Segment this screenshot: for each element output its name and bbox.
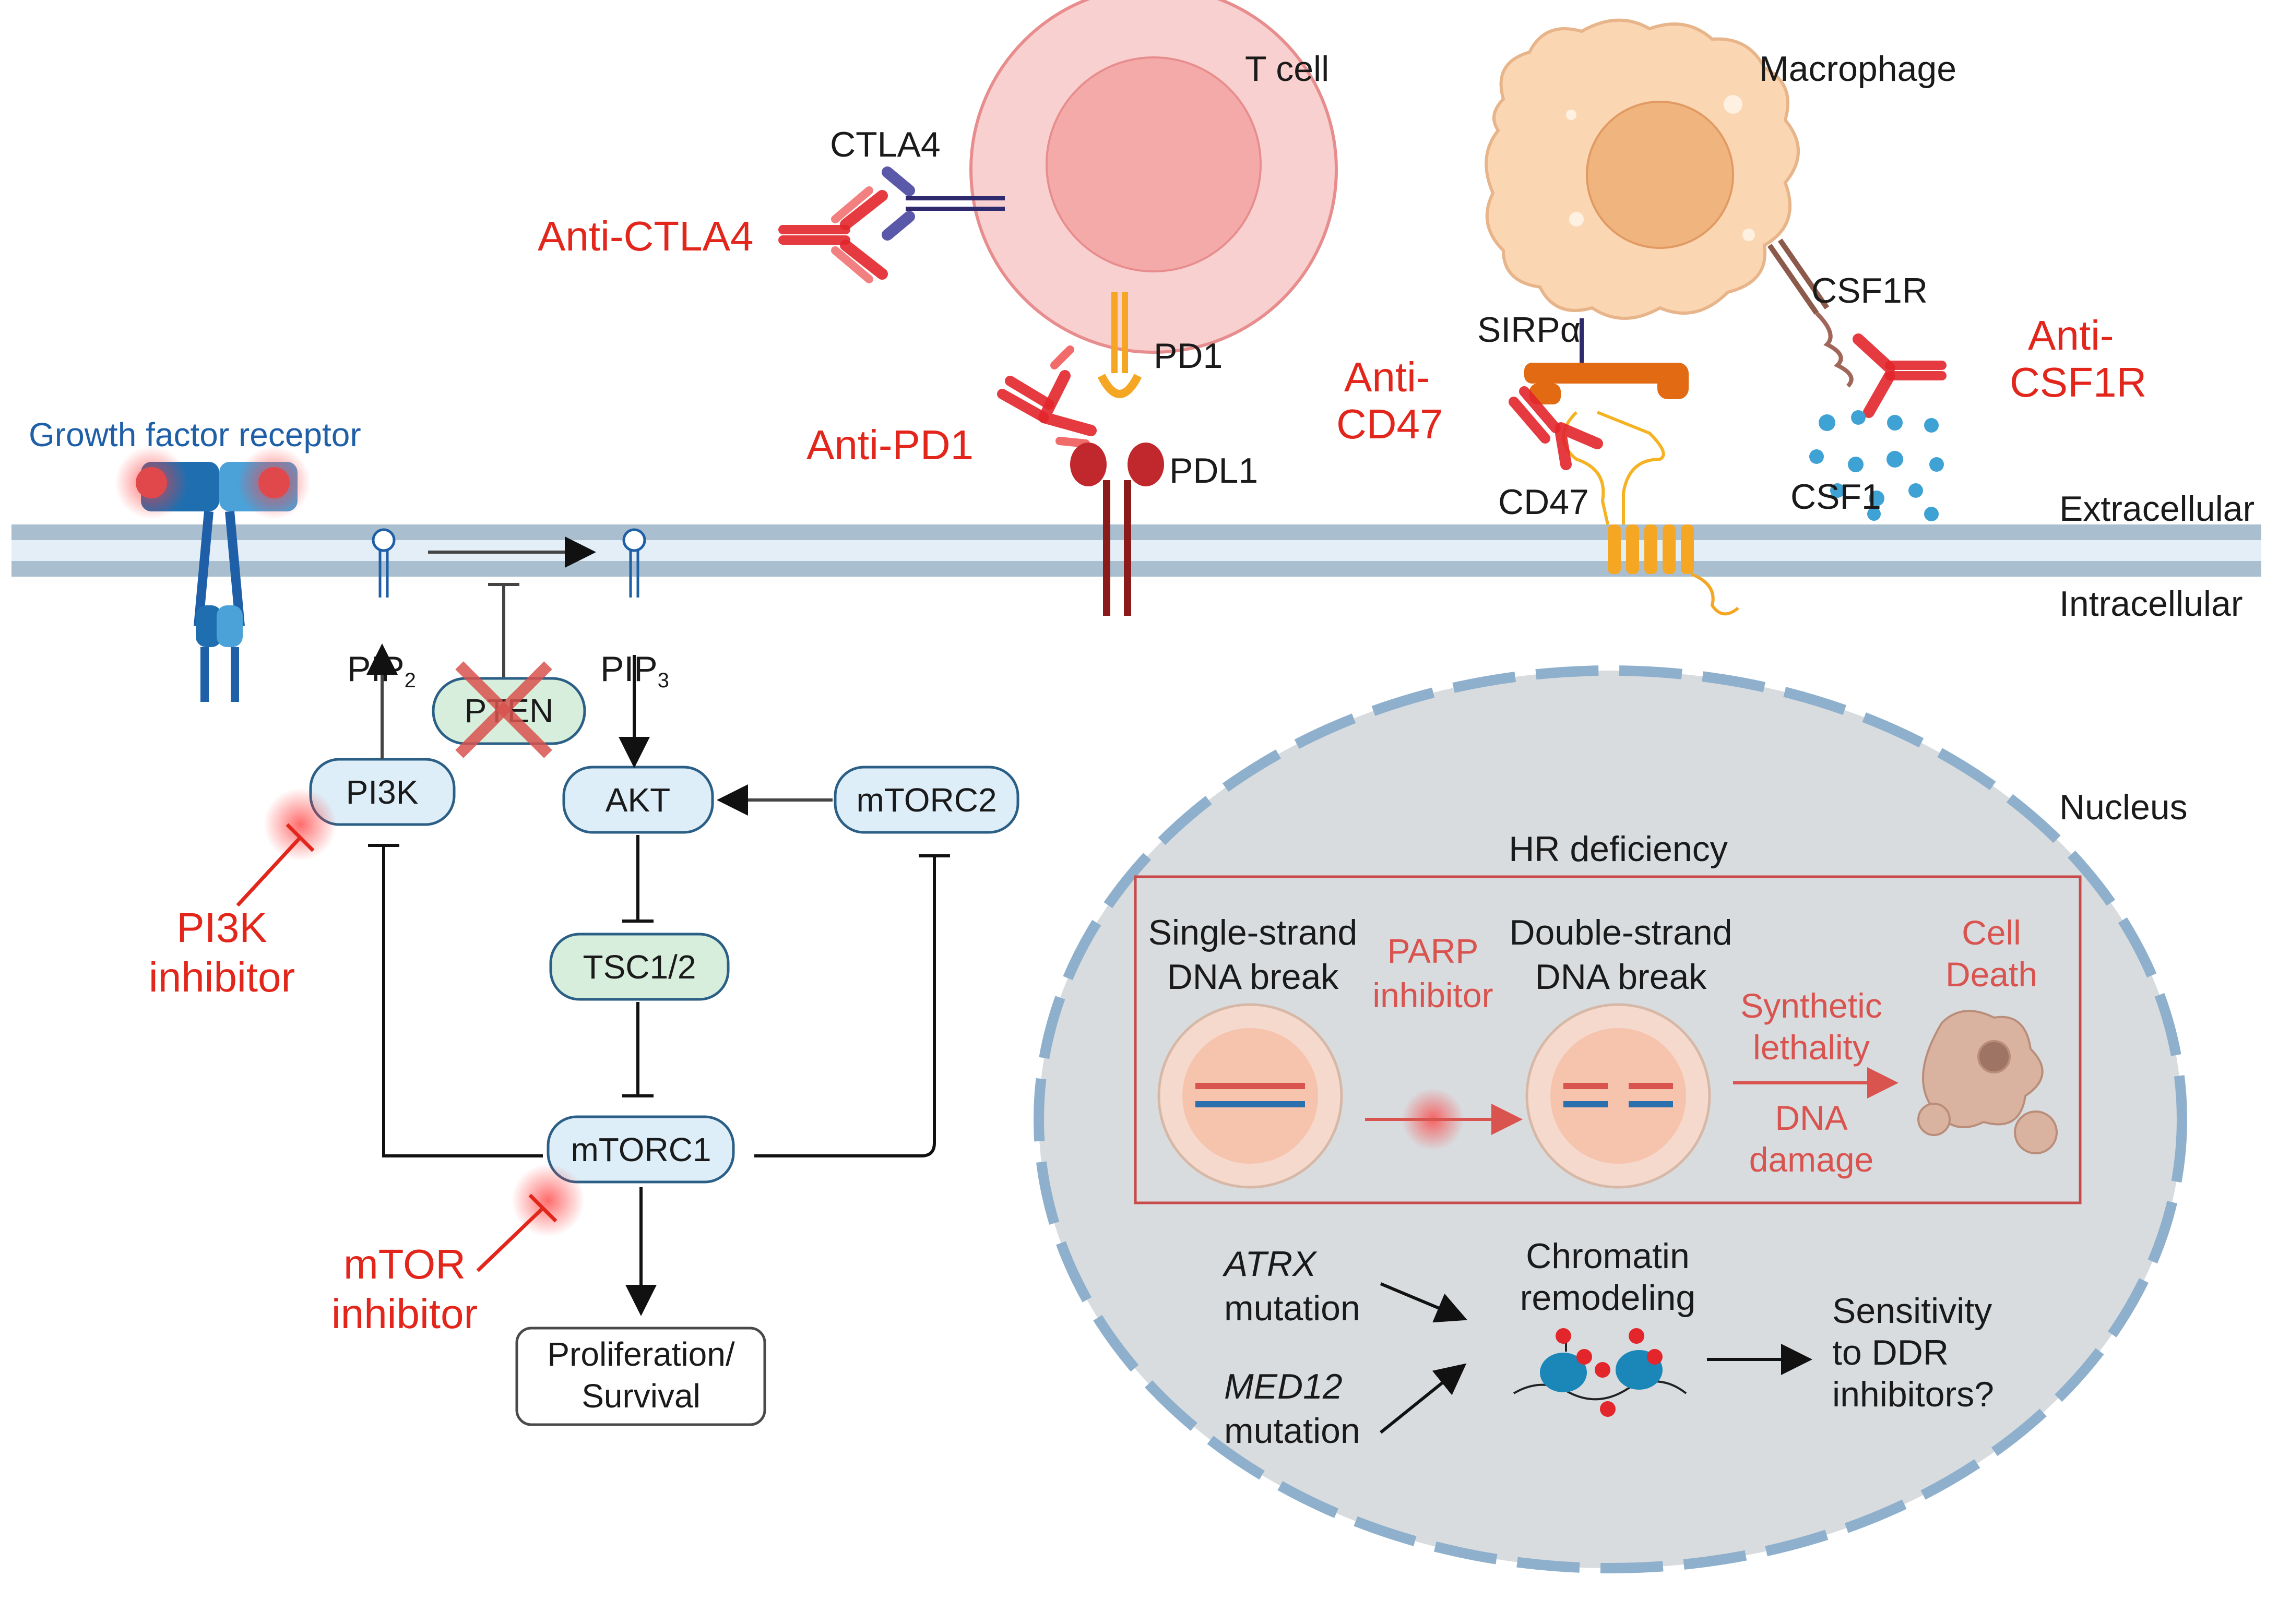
mtor-inhibitor-line [476, 1207, 544, 1272]
pi3k-inhibitor-label-1: PI3K [176, 904, 267, 951]
mtor-inhibitor-bar [528, 1193, 557, 1223]
hr-deficiency-box [1134, 875, 2082, 1204]
growth-factor-receptor-label: Growth factor receptor [29, 416, 361, 453]
outcome-line2: Survival [582, 1377, 701, 1415]
pd1-label: PD1 [1154, 336, 1223, 376]
atrx-mutation-label: mutation [1224, 1288, 1360, 1328]
akt-node: AKT [562, 766, 714, 834]
mtor-inhibitor-label-1: mTOR [343, 1241, 466, 1287]
t-cell [969, 0, 1338, 354]
anti-ctla4-antibody [778, 186, 888, 283]
synthetic-lethality-label-1: Synthetic [1740, 986, 1882, 1025]
anti-csf1r-label-1: Anti- [2028, 312, 2114, 359]
anti-csf1r-label-2: CSF1R [2010, 359, 2146, 405]
t-cell-label: T cell [1245, 49, 1329, 89]
anti-ctla4-label: Anti-CTLA4 [538, 213, 753, 259]
med12-mutation-label: mutation [1224, 1411, 1360, 1451]
nucleus-label: Nucleus [2059, 787, 2188, 827]
pi3k-label: PI3K [346, 773, 419, 811]
parp-inhibitor-label-1: PARP [1387, 932, 1479, 970]
chromatin-label-2: remodeling [1520, 1278, 1695, 1318]
outcome-line1: Proliferation/ [547, 1335, 735, 1373]
csf1-ligands [1809, 410, 1944, 521]
anti-cd47-label-2: CD47 [1336, 401, 1443, 447]
anti-pd1-antibody [997, 345, 1097, 448]
ligand-left [136, 467, 167, 498]
anti-cd47-label-1: Anti- [1344, 354, 1430, 400]
mtorc1-label: mTORC1 [571, 1131, 711, 1168]
parp-inhibitor-label-2: inhibitor [1372, 976, 1493, 1014]
mtorc1-feedback-pi3k [382, 845, 543, 1157]
atrx-label: ATRX [1222, 1244, 1318, 1284]
extracellular-label: Extracellular [2059, 489, 2255, 529]
pdl1-ligand [1070, 443, 1164, 616]
pip2-lipid [372, 528, 396, 598]
sensitivity-label-1: Sensitivity [1832, 1291, 1992, 1331]
pi3k-inhibitor-line [236, 836, 302, 907]
pd1-receptor [1097, 292, 1142, 398]
sensitivity-label-2: to DDR [1832, 1333, 1949, 1372]
synthetic-lethality-label-2: lethality [1753, 1028, 1870, 1067]
double-strand-label-2: DNA break [1535, 957, 1707, 997]
sirpa-label: SIRPα [1477, 310, 1581, 350]
sensitivity-label-3: inhibitors? [1832, 1375, 1994, 1414]
atrx-arrow [1380, 1282, 1468, 1323]
single-strand-label-1: Single-strand [1148, 913, 1358, 952]
sirpa-receptor [1524, 318, 1689, 404]
proliferation-survival-node: Proliferation/ Survival [515, 1327, 766, 1426]
chromatin-label-1: Chromatin [1526, 1236, 1690, 1276]
pip3-label: PIP3 [600, 649, 669, 692]
anti-pd1-label: Anti-PD1 [806, 422, 974, 468]
med12-label: MED12 [1224, 1367, 1343, 1406]
cell-membrane [11, 524, 2261, 577]
apoptotic-cell-icon [1917, 1010, 2058, 1154]
ctla4-label: CTLA4 [830, 125, 941, 164]
mtorc1-feedback-mtorc2 [754, 856, 936, 1157]
macrophage [1485, 18, 1800, 320]
tsc-node: TSC1/2 [549, 933, 730, 1001]
cell-death-label-2: Death [1945, 955, 2037, 994]
pi3k-inhibitor-label-2: inhibitor [149, 954, 295, 1000]
hr-deficiency-title: HR deficiency [1509, 829, 1728, 869]
cell-death-label-1: Cell [1962, 913, 2021, 952]
pip3-lipid [622, 528, 646, 598]
pi3k-inhibitor-glow [264, 788, 337, 861]
mtorc2-label: mTORC2 [856, 781, 996, 819]
double-strand-label-1: Double-strand [1509, 913, 1732, 952]
pi3k-inhibitor-bar [286, 823, 315, 852]
single-strand-label-2: DNA break [1167, 957, 1339, 997]
tsc-label: TSC1/2 [583, 948, 696, 986]
anti-cd47-antibody [1509, 386, 1603, 470]
csf1-label: CSF1 [1790, 477, 1881, 517]
pdl1-label: PDL1 [1169, 451, 1258, 491]
dna-damage-label-2: damage [1749, 1140, 1874, 1179]
mtorc1-node: mTORC1 [547, 1115, 735, 1184]
chromatin-nucleosome-icon [1513, 1328, 1687, 1417]
csf1r-label: CSF1R [1811, 271, 1928, 311]
ctla4-receptor [882, 166, 1005, 241]
mtorc2-node: mTORC2 [834, 766, 1019, 834]
intracellular-label: Intracellular [2059, 584, 2243, 624]
mtor-inhibitor-label-2: inhibitor [331, 1291, 478, 1337]
dna-damage-label-1: DNA [1775, 1098, 1847, 1137]
macrophage-label: Macrophage [1759, 49, 1956, 89]
csf1r-receptor [1767, 238, 1854, 388]
akt-label: AKT [606, 781, 670, 819]
cd47-label: CD47 [1498, 482, 1589, 522]
anti-csf1r-antibody [1853, 333, 1947, 418]
pten-node: PTEN [432, 661, 586, 758]
ligand-right [258, 467, 290, 498]
med12-arrow [1380, 1363, 1467, 1434]
single-strand-cell-icon [1157, 1003, 1343, 1189]
double-strand-cell-icon [1525, 1003, 1711, 1189]
nucleus-envelope [1034, 665, 2187, 1573]
